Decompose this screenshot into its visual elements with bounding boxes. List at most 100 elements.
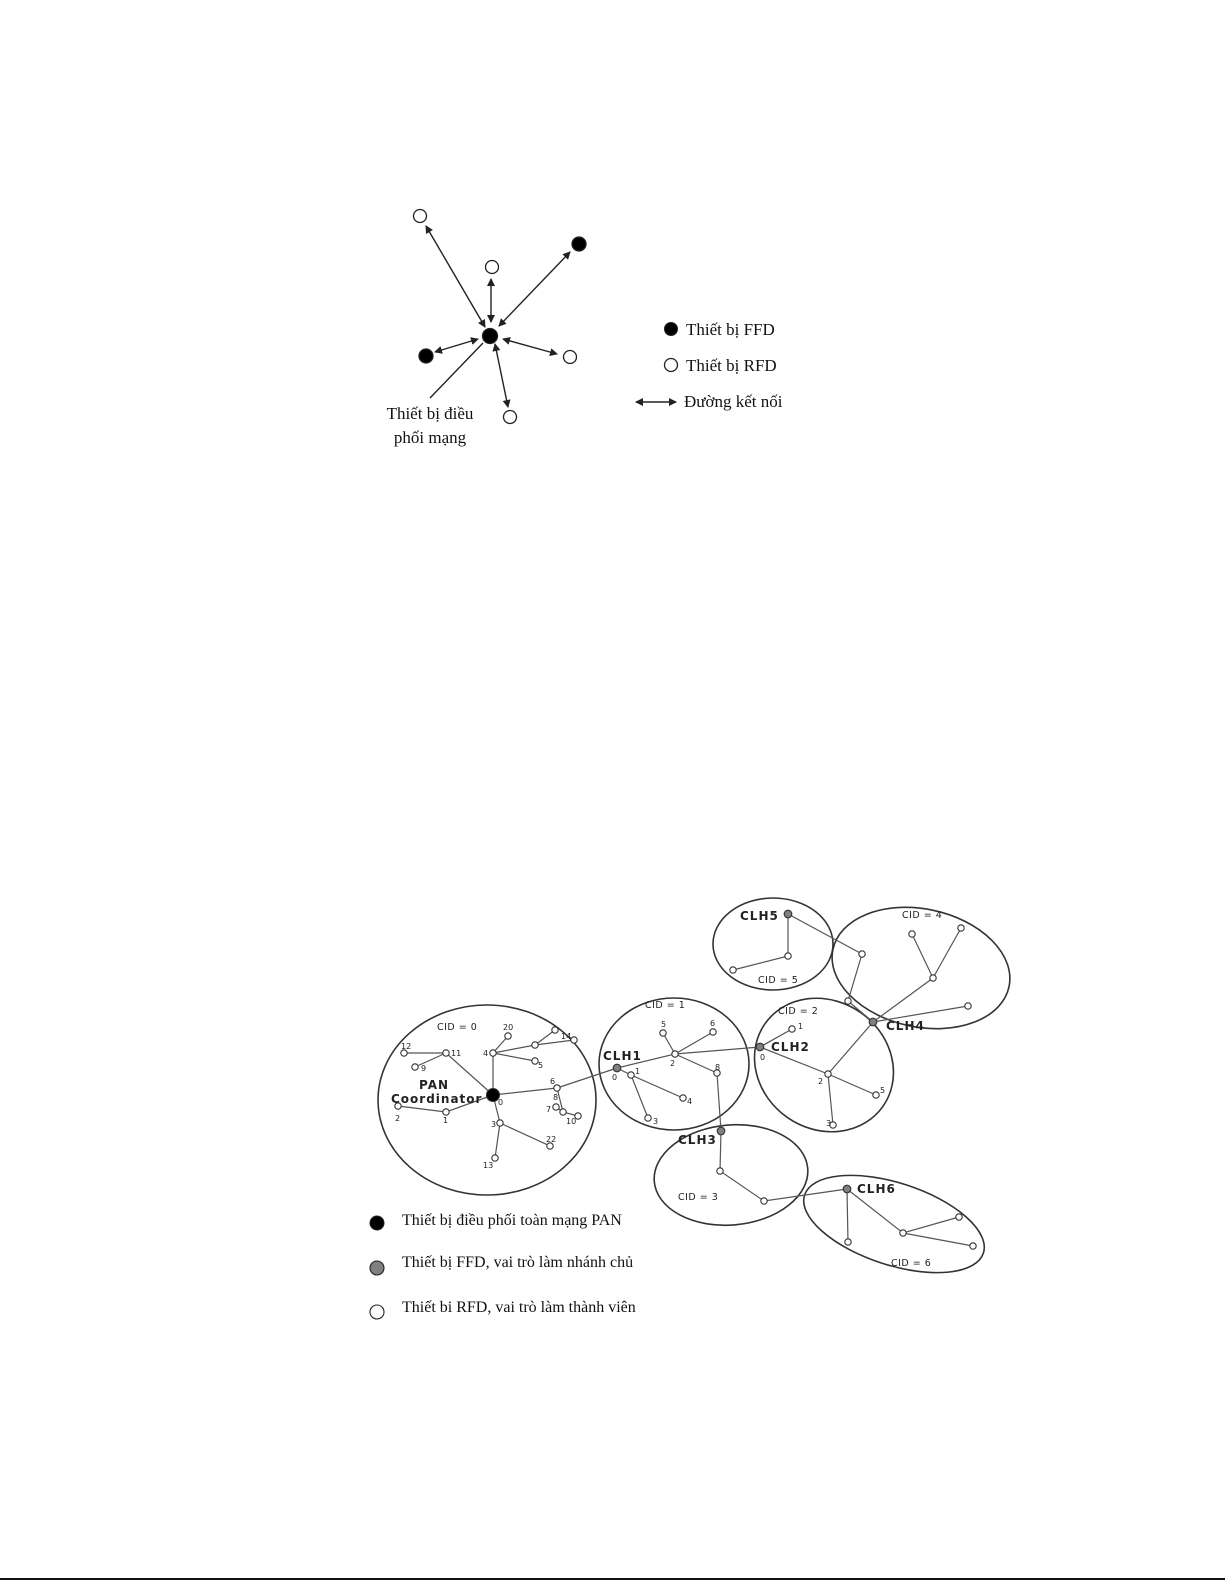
coordinator-label-leader: [429, 342, 484, 399]
star-legend: Thiết bị FFD Thiết bị RFD Đường kết nối: [635, 320, 783, 411]
cid-labels: CID = 0 CID = 1 CID = 2 CID = 3 CID = 4 …: [437, 910, 942, 1269]
clh6-label: CLH6: [857, 1182, 896, 1196]
rfd-node: [570, 1036, 578, 1044]
cluster-5-boundary: [712, 897, 834, 991]
rfd-node: [574, 1112, 582, 1120]
node-number: 5: [880, 1086, 885, 1095]
rfd-node: [844, 997, 852, 1005]
node-number: 4: [483, 1049, 488, 1058]
cluster-1-boundary: [598, 997, 750, 1131]
cluster-head-node-clh5: [783, 909, 793, 919]
legend-rfd-label: Thiết bị RFD: [686, 356, 777, 375]
legend-ffd-label: Thiết bị FFD, vai trò làm nhánh chủ: [402, 1254, 633, 1271]
cid-label-5: CID = 5: [758, 975, 798, 986]
cid-label-4: CID = 4: [902, 910, 942, 921]
rfd-node: [858, 950, 866, 958]
cluster-head-node-clh3: [716, 1126, 726, 1136]
node-number: 8: [553, 1093, 558, 1102]
rfd-node: [957, 924, 965, 932]
clh1-label: CLH1: [603, 1049, 642, 1063]
rfd-node: [496, 1119, 504, 1127]
tree-link: [872, 1005, 969, 1023]
rfd-node: [442, 1108, 450, 1116]
link-coordinator-ffd-left: [434, 337, 479, 354]
coordinator-label-line1: Thiết bị điều: [387, 404, 474, 423]
node-number: 7: [546, 1105, 551, 1114]
node-number: 3: [653, 1117, 658, 1126]
cluster-tree-figure: CID = 0 CID = 1 CID = 2 CID = 3 CID = 4 …: [369, 897, 1011, 1320]
rfd-node: [760, 1197, 768, 1205]
rfd-node: [969, 1242, 977, 1250]
legend-ffd-icon: [369, 1260, 385, 1276]
rfd-node: [491, 1154, 499, 1162]
node-number: 2: [670, 1059, 675, 1068]
cid-label-3: CID = 3: [678, 1192, 718, 1203]
cluster-3-boundary: [653, 1123, 809, 1227]
tree-link: [630, 1074, 684, 1099]
rfd-node: [844, 1238, 852, 1246]
legend-pan-icon: [369, 1215, 385, 1231]
link-coordinator-rfd-topleft: [425, 225, 486, 328]
tree-link: [414, 1052, 447, 1068]
page-bottom-rule: [0, 1578, 1225, 1580]
node-number: 10: [566, 1117, 576, 1126]
legend-rfd-label: Thiết bi RFD, vai trò làm thành viên: [402, 1299, 636, 1316]
node-number: 1: [798, 1022, 803, 1031]
rfd-node: [627, 1071, 635, 1079]
tree-link: [492, 1035, 509, 1095]
rfd-node: [562, 349, 578, 365]
tree-link: [556, 1067, 618, 1089]
cid-label-0: CID = 0: [437, 1022, 477, 1033]
rfd-node: [559, 1108, 567, 1116]
node-number: 1: [635, 1067, 640, 1076]
node-number: 0: [498, 1098, 503, 1107]
node-number: 13: [483, 1161, 493, 1170]
rfd-node: [553, 1084, 561, 1092]
cluster-legend: Thiết bị điều phối toàn mạng PAN Thiết b…: [369, 1212, 636, 1320]
rfd-node: [412, 208, 428, 224]
rfd-node: [679, 1094, 687, 1102]
rfd-node: [552, 1103, 560, 1111]
rfd-node: [531, 1057, 539, 1065]
rfd-node: [709, 1028, 717, 1036]
node-number: 0: [612, 1073, 617, 1082]
rfd-node: [411, 1063, 419, 1071]
tree-link: [674, 1046, 761, 1055]
star-nodes: [412, 208, 587, 425]
pan-label-line2: Coordinator: [391, 1092, 482, 1106]
node-number: 3: [491, 1120, 496, 1129]
node-number: 1: [443, 1116, 448, 1125]
rfd-node: [872, 1091, 880, 1099]
cluster-head-labels: CLH1 CLH2 CLH3 CLH4 CLH5 CLH6: [603, 909, 924, 1196]
tree-link: [902, 1232, 974, 1247]
node-number: 2: [395, 1114, 400, 1123]
legend-pan-label: Thiết bị điều phối toàn mạng PAN: [402, 1212, 622, 1229]
rfd-node: [442, 1049, 450, 1057]
pan-label-line1: PAN: [419, 1078, 449, 1092]
coordinator-label-line2: phối mạng: [394, 428, 467, 447]
tree-link: [759, 1028, 793, 1048]
rfd-node: [394, 1102, 402, 1110]
rfd-node: [829, 1121, 837, 1129]
star-topology-figure: Thiết bị điều phối mạng Thiết bị FFD Thi…: [387, 208, 783, 447]
link-coordinator-rfd-right: [502, 337, 558, 356]
star-links: [425, 225, 571, 408]
tree-link: [534, 1039, 575, 1046]
cluster-head-node-clh4: [868, 1017, 878, 1027]
tree-link: [759, 1046, 877, 1096]
rfd-node: [502, 409, 518, 425]
rfd-node: [659, 1029, 667, 1037]
pan-coordinator-node: [485, 1087, 501, 1103]
rfd-node: [788, 1025, 796, 1033]
node-number: 9: [421, 1064, 426, 1073]
node-number: 14: [561, 1032, 571, 1041]
node-number: 3: [826, 1119, 831, 1128]
rfd-node: [551, 1026, 559, 1034]
rfd-node: [489, 1049, 497, 1057]
tree-link: [674, 1031, 714, 1055]
cid-label-2: CID = 2: [778, 1006, 818, 1017]
clh2-label: CLH2: [771, 1040, 810, 1054]
node-number: 6: [550, 1077, 555, 1086]
node-number-labels: 12 11 9 20 14 4 5 6 8 7 10 0 2 1 3 22 13…: [395, 1019, 885, 1170]
rfd-node: [955, 1213, 963, 1221]
